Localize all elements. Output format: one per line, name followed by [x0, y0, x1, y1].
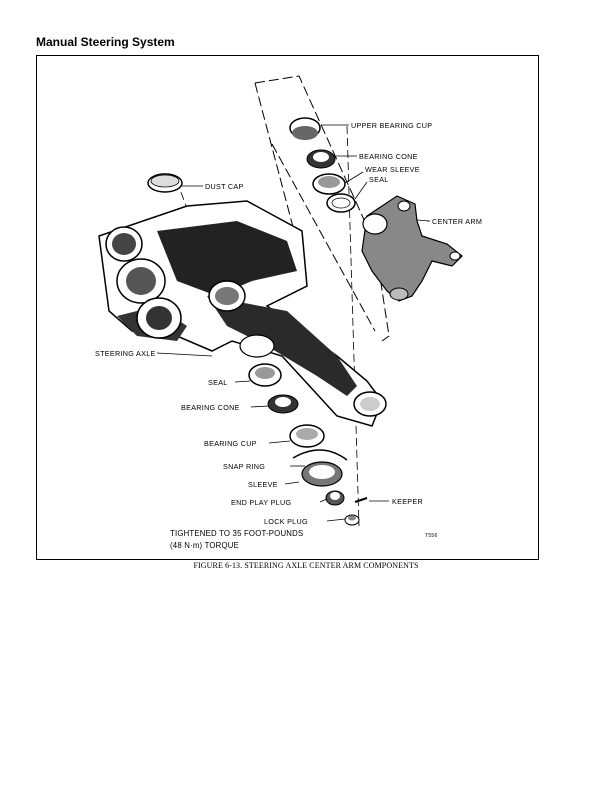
label-wear-sleeve: WEAR SLEEVE: [365, 165, 420, 174]
dust-cap-part: [147, 173, 183, 193]
page-header-title: Manual Steering System: [36, 35, 175, 49]
label-snap-ring: SNAP RING: [223, 462, 265, 471]
figure-frame: UPPER BEARING CUP BEARING CONE WEAR SLEE…: [36, 55, 539, 560]
steering-axle-body: [98, 200, 387, 427]
label-bearing-cup: BEARING CUP: [204, 439, 257, 448]
label-steering-axle: STEERING AXLE: [95, 349, 156, 358]
wear-sleeve-part: [312, 173, 346, 195]
label-end-play-plug: END PLAY PLUG: [231, 498, 291, 507]
figure-caption: FIGURE 6-13. STEERING AXLE CENTER ARM CO…: [193, 561, 419, 570]
label-center-arm: CENTER ARM: [432, 217, 482, 226]
label-seal-bottom: SEAL: [208, 378, 228, 387]
bearing-cone-bottom-part: [267, 394, 299, 414]
seal-top-part: [326, 193, 356, 213]
leader-lines: [156, 124, 429, 522]
label-bearing-cone-bottom: BEARING CONE: [181, 403, 240, 412]
seal-bottom-part: [248, 363, 282, 387]
label-torque-line1: TIGHTENED TO 35 FOOT-POUNDS: [170, 529, 303, 538]
upper-bearing-cup-part: [289, 117, 321, 140]
label-keeper: KEEPER: [392, 497, 423, 506]
steering-axle-exploded-diagram: UPPER BEARING CUP BEARING CONE WEAR SLEE…: [95, 75, 482, 550]
label-dust-cap: DUST CAP: [205, 182, 244, 191]
centerline: [346, 125, 360, 527]
bearing-cone-top-part: [306, 149, 336, 169]
end-play-plug-part: [325, 490, 345, 506]
bearing-cup-part: [289, 424, 325, 448]
keeper-part: [354, 497, 368, 503]
label-sleeve: SLEEVE: [248, 480, 278, 489]
center-arm-part: [361, 195, 463, 302]
label-bearing-cone-top: BEARING CONE: [359, 152, 418, 161]
label-figure-number: T556: [425, 533, 438, 539]
sleeve-part: [301, 461, 343, 487]
label-upper-bearing-cup: UPPER BEARING CUP: [351, 121, 432, 130]
label-lock-plug: LOCK PLUG: [264, 517, 308, 526]
label-seal-top: SEAL: [369, 175, 389, 184]
lock-plug-part: [344, 514, 360, 526]
snap-ring-part: [292, 449, 348, 461]
label-torque-line2: (48 N·m) TORQUE: [170, 541, 239, 550]
